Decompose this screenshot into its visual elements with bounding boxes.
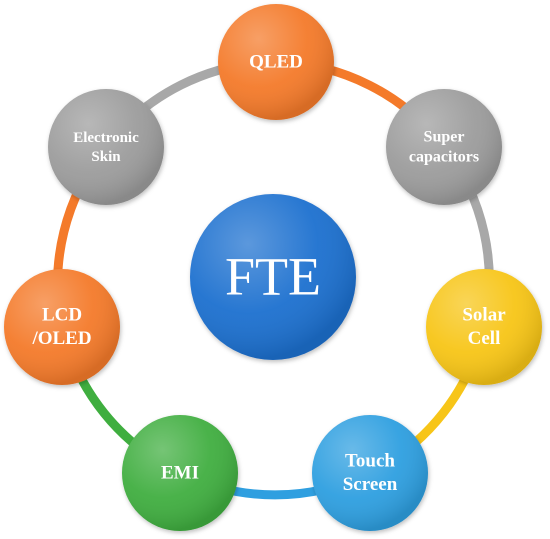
node-shine-supercapacitors	[386, 89, 502, 205]
node-shine-touch-screen	[312, 415, 428, 531]
node-label-emi-line-1: EMI	[161, 462, 199, 483]
node-supercapacitors: Super capacitors	[386, 89, 502, 205]
node-label-qled-line-1: QLED	[249, 51, 303, 72]
node-qled: QLED	[218, 4, 334, 120]
node-label-touch-screen-line-2: Screen	[343, 474, 398, 495]
node-label-electronic-skin-line-1: Electronic	[73, 130, 139, 146]
node-shine-electronic-skin	[48, 89, 164, 205]
node-label-solar-cell-line-1: Solar	[462, 304, 506, 325]
node-shine-solar-cell	[426, 269, 542, 385]
node-shine-qled	[218, 4, 334, 120]
node-label-lcd-oled-line-2: /OLED	[31, 328, 91, 349]
node-label-solar-cell-line-2: Cell	[468, 328, 501, 349]
center-label: FTE	[225, 246, 321, 306]
node-label-supercapacitors-line-2: capacitors	[409, 149, 479, 166]
center-node: FTE	[190, 194, 356, 360]
node-label-lcd-oled-line-1: LCD	[42, 304, 82, 325]
node-shine-lcd-oled	[4, 269, 120, 385]
node-emi: EMI	[122, 415, 238, 531]
node-label-electronic-skin-line-2: Skin	[91, 149, 121, 165]
node-label-supercapacitors-line-1: Super	[424, 129, 465, 146]
node-label-touch-screen-line-1: Touch	[345, 450, 395, 471]
node-shine-emi	[122, 415, 238, 531]
node-lcd-oled: LCD/OLED	[4, 269, 120, 385]
